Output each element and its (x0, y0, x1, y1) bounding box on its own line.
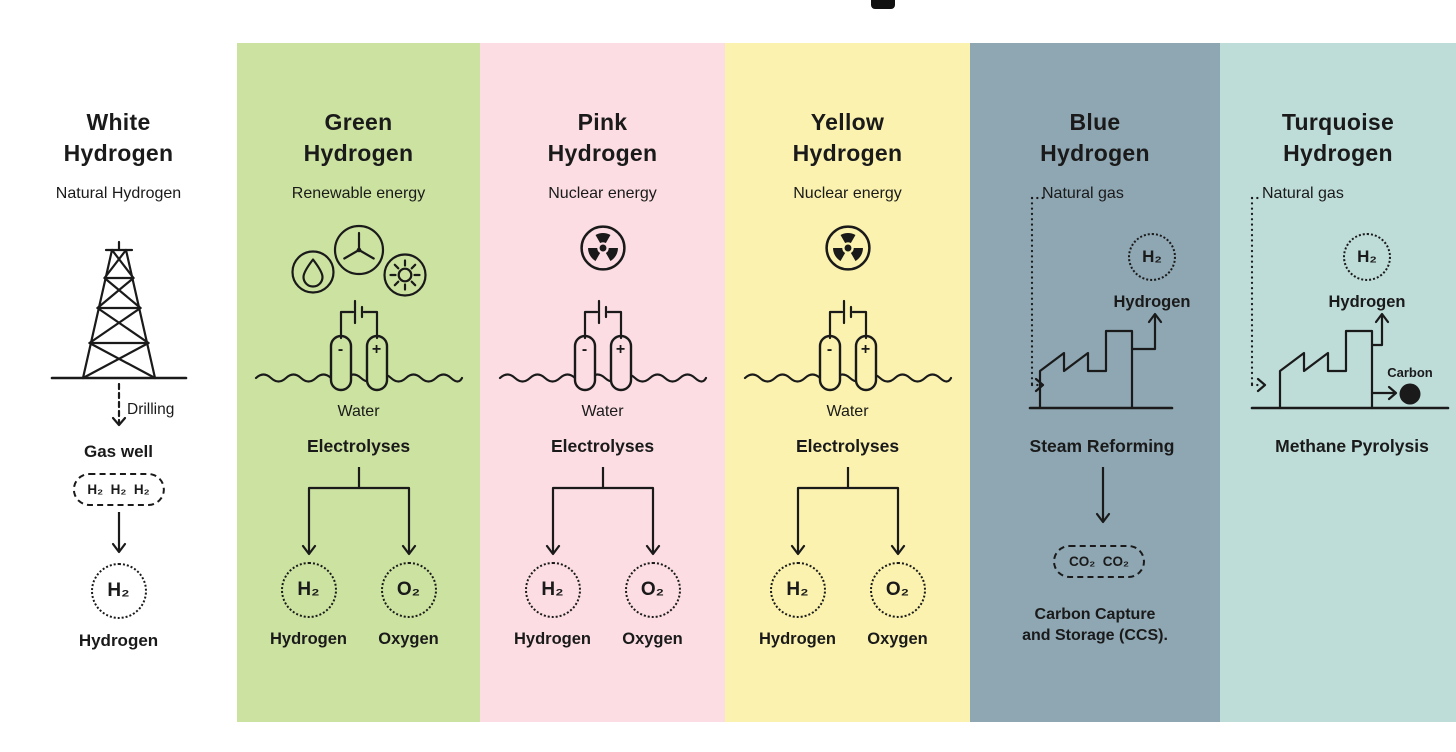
ccs-line-2: and Storage (CCS). (1022, 627, 1168, 644)
hydrogen-molecule-circle: H₂ (524, 562, 581, 618)
natural-gas-feed-line-icon (1250, 196, 1267, 393)
water-label: Water (581, 403, 624, 420)
title-line-1: Yellow (810, 109, 885, 135)
process-label: Methane Pyrolysis (1275, 436, 1429, 456)
down-arrow-icon (1095, 467, 1111, 524)
process-label: Electrolyses (306, 436, 411, 456)
plus-electrode-label: + (860, 341, 871, 358)
column-title: Pink Hydrogen (480, 107, 725, 169)
cropped-text-artifact (871, 0, 895, 9)
title-line-1: Turquoise (1281, 109, 1395, 135)
plus-electrode-label: + (615, 341, 626, 358)
column-pink-hydrogen: Pink Hydrogen Nuclear energy - + Water E… (480, 43, 725, 722)
column-yellow-hydrogen: Yellow Hydrogen Nuclear energy - + Water… (725, 43, 970, 722)
plus-electrode-label: + (371, 341, 382, 358)
sun-icon (382, 253, 427, 297)
column-subtitle: Renewable energy (291, 185, 426, 202)
o2-formula: O₂ (396, 579, 421, 600)
electrolyser-icon (743, 299, 952, 392)
title-line-2: Hydrogen (303, 140, 414, 166)
wind-turbine-icon (333, 224, 384, 276)
column-subtitle: Nuclear energy (548, 185, 657, 202)
hydrogen-label: Hydrogen (1113, 293, 1191, 311)
column-green-hydrogen: Green Hydrogen Renewable energy - + Wate… (237, 43, 480, 722)
radiation-icon (824, 225, 871, 271)
hydrogen-molecule-circle: H₂ (1128, 233, 1176, 281)
title-line-1: Blue (1069, 109, 1121, 135)
minus-electrode-label: - (581, 341, 588, 358)
h2-formula: H₂ (107, 580, 130, 601)
title-line-1: Pink (577, 109, 628, 135)
hydrogen-molecule-circle: H₂ (280, 562, 337, 618)
o2-formula: O₂ (885, 579, 910, 600)
oxygen-label: Oxygen (622, 630, 683, 648)
electrolyser-icon (254, 299, 463, 392)
column-title: Blue Hydrogen (970, 107, 1220, 169)
title-line-2: Hydrogen (1283, 140, 1393, 166)
title-line-2: Hydrogen (63, 140, 174, 166)
hydrogen-label: Hydrogen (758, 630, 836, 648)
oil-derrick-icon (50, 240, 187, 380)
water-drop-icon (290, 250, 335, 294)
h2-formula: H₂ (1142, 247, 1162, 266)
oxygen-molecule-circle: O₂ (869, 562, 926, 618)
column-subtitle: Natural Hydrogen (55, 185, 182, 202)
oxygen-label: Oxygen (378, 630, 439, 648)
process-label: Steam Reforming (1029, 436, 1175, 456)
carbon-label: Carbon (1387, 365, 1433, 380)
co2-pill: CO₂ CO₂ (1053, 545, 1145, 578)
title-line-2: Hydrogen (792, 140, 903, 166)
column-white-hydrogen: White Hydrogen Natural Hydrogen Drilling… (0, 43, 237, 722)
column-subtitle: Nuclear energy (793, 185, 902, 202)
gas-well-pill: H₂ H₂ H₂ (72, 473, 165, 506)
branch-arrows-icon (790, 467, 905, 556)
hydrogen-label: Hydrogen (1328, 293, 1406, 311)
product-label: Hydrogen (78, 631, 159, 650)
minus-electrode-label: - (826, 341, 833, 358)
column-turquoise-hydrogen: Turquoise Hydrogen Natural gas H₂ Hydrog… (1220, 43, 1456, 722)
branch-arrows-icon (301, 467, 416, 556)
column-title: Yellow Hydrogen (725, 107, 970, 169)
oxygen-label: Oxygen (867, 630, 928, 648)
process-label: Electrolyses (550, 436, 655, 456)
column-subtitle: Natural gas (1042, 185, 1124, 202)
column-subtitle: Natural gas (1262, 185, 1344, 202)
h2-formula: H₂ (1357, 247, 1377, 266)
ccs-label: Carbon Capture and Storage (CCS). (970, 604, 1220, 646)
column-title: Turquoise Hydrogen (1220, 107, 1456, 169)
water-label: Water (337, 403, 380, 420)
title-line-2: Hydrogen (547, 140, 658, 166)
o2-formula: O₂ (640, 579, 665, 600)
h2-formula: H₂ (786, 579, 809, 600)
factory-icon (1250, 312, 1450, 410)
h2-formula: H₂ (297, 579, 320, 600)
drilling-arrow-icon (111, 383, 126, 427)
gas-well-label: Gas well (84, 442, 153, 461)
hydrogen-molecule-circle: H₂ (769, 562, 826, 618)
title-line-1: White (86, 109, 151, 135)
hydrogen-label: Hydrogen (513, 630, 591, 648)
branch-arrows-icon (545, 467, 660, 556)
title-line-1: Green (324, 109, 393, 135)
ccs-line-1: Carbon Capture (1034, 606, 1156, 623)
factory-icon (1028, 312, 1174, 410)
minus-electrode-label: - (337, 341, 344, 358)
oxygen-molecule-circle: O₂ (624, 562, 681, 618)
down-arrow-icon (111, 512, 126, 554)
electrolyser-icon (498, 299, 707, 392)
radiation-icon (579, 225, 626, 271)
title-line-2: Hydrogen (1040, 140, 1150, 166)
natural-gas-feed-line-icon (1030, 196, 1048, 393)
drilling-label: Drilling (127, 401, 175, 418)
column-title: White Hydrogen (0, 107, 237, 169)
oxygen-molecule-circle: O₂ (380, 562, 437, 618)
water-label: Water (826, 403, 869, 420)
hydrogen-molecule-circle: H₂ (1343, 233, 1391, 281)
column-title: Green Hydrogen (237, 107, 480, 169)
hydrogen-molecule-circle: H₂ (90, 563, 147, 619)
process-label: Electrolyses (795, 436, 900, 456)
column-blue-hydrogen: Blue Hydrogen Natural gas H₂ Hydrogen St… (970, 43, 1220, 722)
h2-formula: H₂ (541, 579, 564, 600)
hydrogen-label: Hydrogen (269, 630, 347, 648)
